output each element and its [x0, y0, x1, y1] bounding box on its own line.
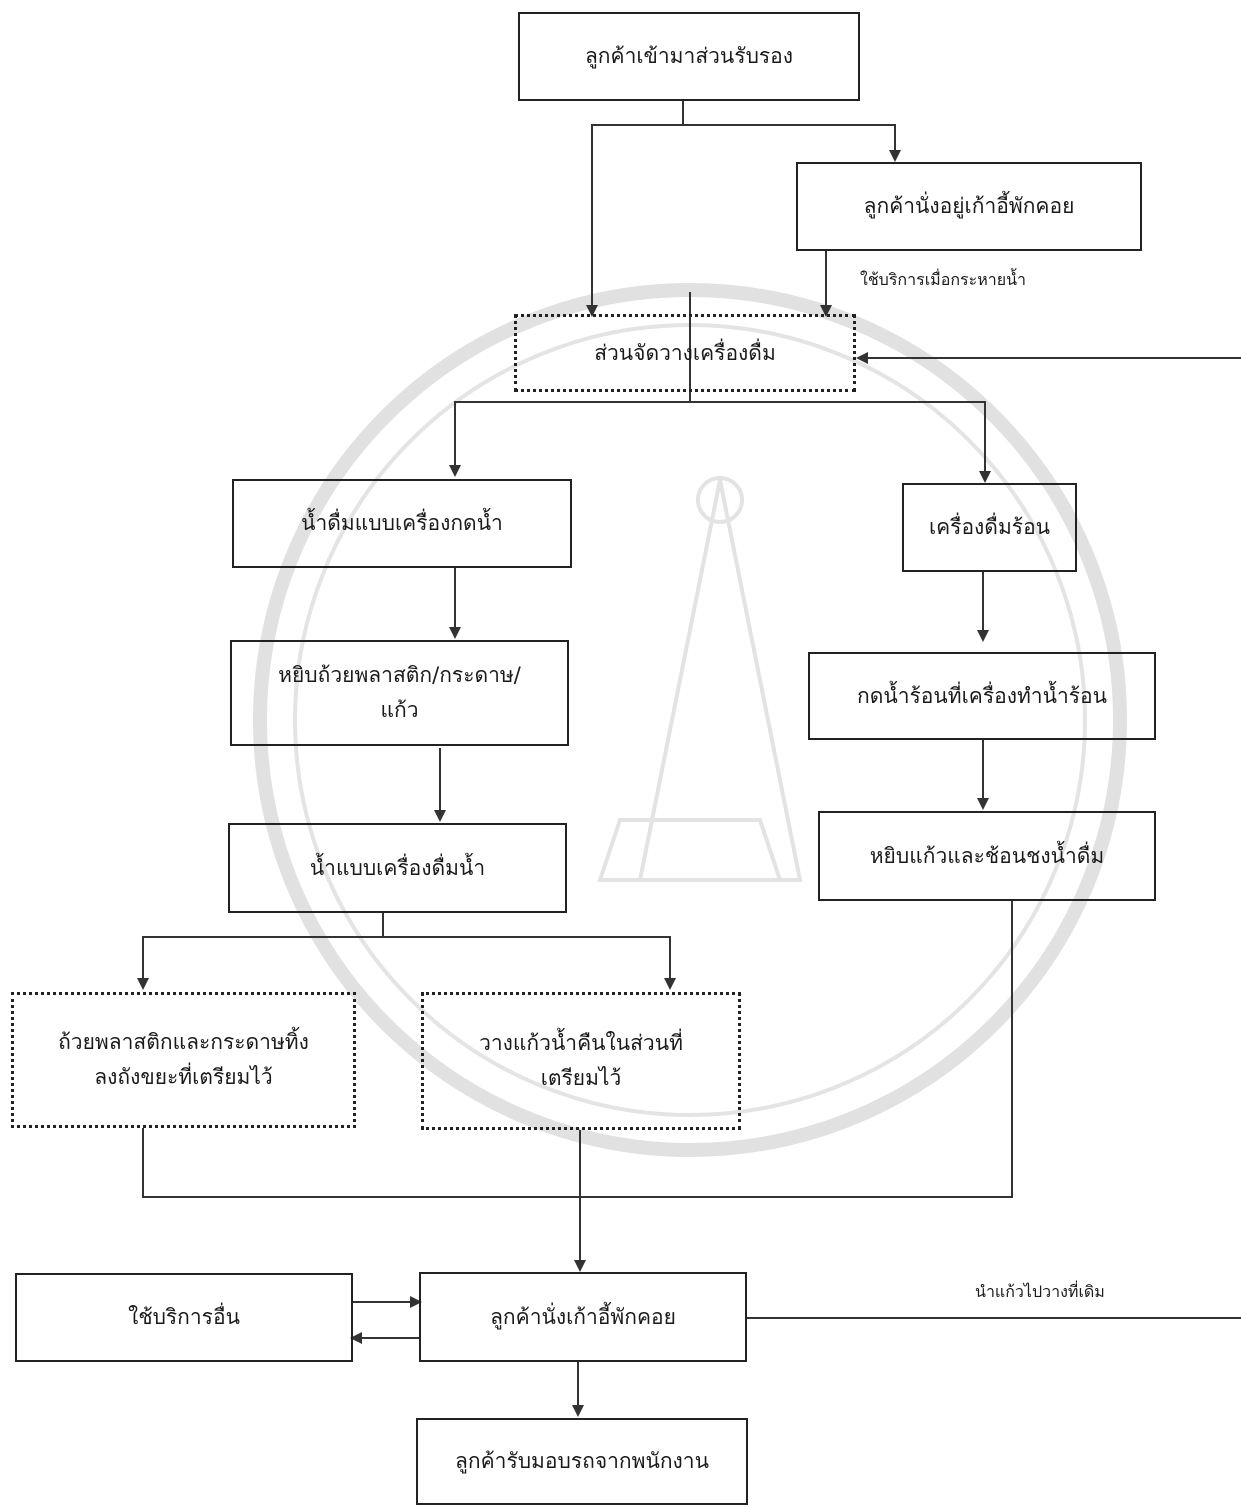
edge-drinks-hot	[690, 401, 991, 483]
node-receive-car: ลูกค้ารับมอบรถจากพนักงาน	[416, 1418, 748, 1505]
node-pick-cup: หยิบถ้วยพลาสติก/กระดาษ/ แก้ว	[230, 640, 569, 746]
edge-water-split	[137, 912, 384, 990]
node-sit-wait: ลูกค้านั่งอยู่เก้าอี้พักคอย	[796, 162, 1142, 251]
node-other-services: ใช้บริการอื่น	[15, 1273, 353, 1362]
label-when-thirsty: ใช้บริการเมื่อกระหายน้ำ	[860, 270, 1027, 289]
node-start: ลูกค้าเข้ามาส่วนรับรอง	[518, 12, 860, 101]
node-press-hot-water: กดน้ำร้อนที่เครื่องทำน้ำร้อน	[808, 652, 1156, 740]
node-return-glass: วางแก้วน้ำคืนในส่วนที่ เตรียมไว้	[421, 992, 741, 1130]
edge-throw-merge	[142, 900, 1013, 1198]
edge-start-drinks	[586, 124, 683, 317]
label-return-glass-back: นำแก้วไปวางที่เดิม	[975, 1282, 1105, 1301]
node-sit-lounge: ลูกค้านั่งเก้าอี้พักคอย	[419, 1272, 747, 1362]
edge-start-sit	[683, 124, 901, 162]
node-drink-area: ส่วนจัดวางเครื่องดื่ม	[514, 314, 856, 392]
node-pick-glass-spoon: หยิบแก้วและช้อนชงน้ำดื่ม	[818, 811, 1156, 901]
edge-drinks-split	[449, 292, 691, 477]
node-get-water: น้ำแบบเครื่องดื่มน้ำ	[228, 823, 567, 913]
edge-water-return	[383, 936, 676, 990]
edge-loop-back	[745, 352, 1241, 1319]
node-water-dispenser: น้ำดื่มแบบเครื่องกดน้ำ	[232, 479, 572, 568]
node-hot-drinks: เครื่องดื่มร้อน	[902, 483, 1077, 572]
node-throw-cups: ถ้วยพลาสติกและกระดาษทิ้ง ลงถังขยะที่เตรี…	[11, 992, 356, 1128]
